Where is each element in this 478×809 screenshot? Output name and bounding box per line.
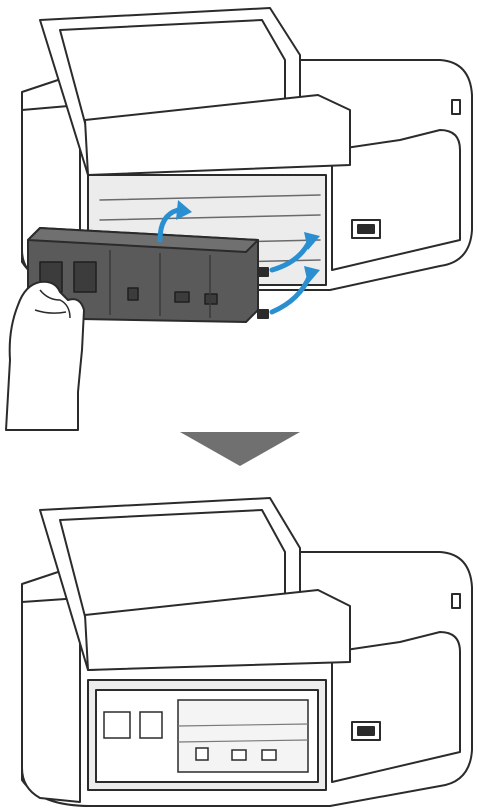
printer-with-cover-illustration [0, 0, 478, 432]
down-arrow-icon [180, 432, 300, 466]
printer-cover-attached-illustration [0, 490, 478, 809]
next-step-arrow [0, 432, 478, 472]
printer-left-panel [22, 598, 80, 802]
hand-icon [6, 282, 84, 430]
step-2-panel [0, 490, 478, 809]
step-1-panel [0, 0, 478, 432]
